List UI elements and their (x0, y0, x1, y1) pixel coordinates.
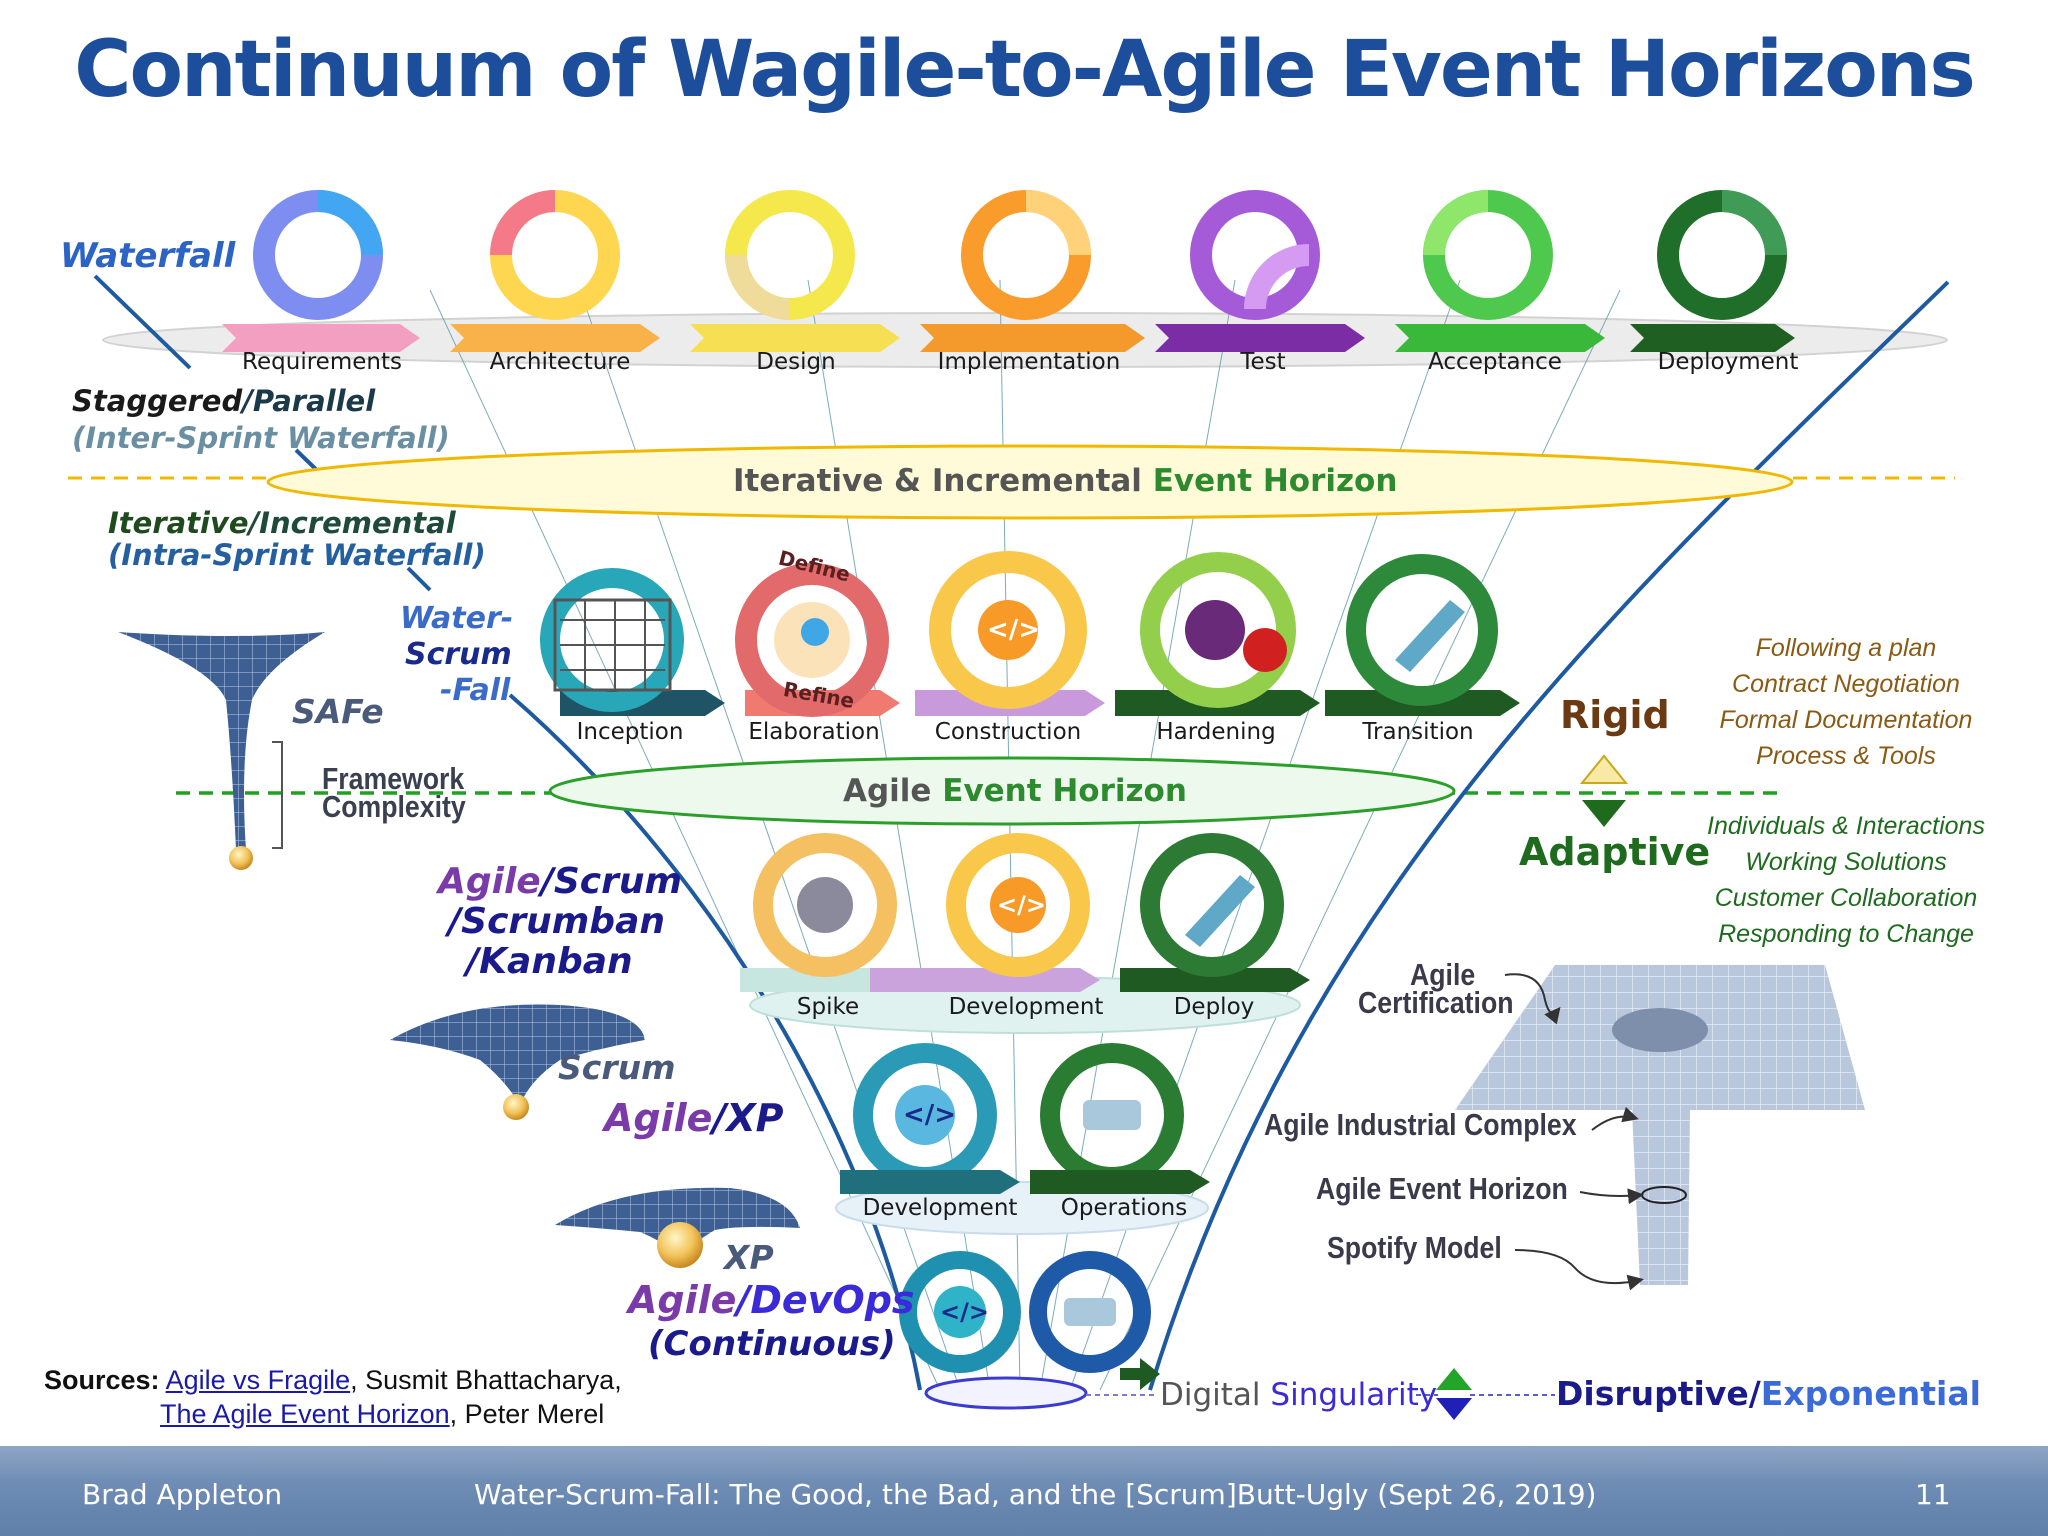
phase-label-construction: Construction (934, 719, 1082, 745)
phase-label-development: Development (948, 994, 1104, 1020)
phase-label-hardening: Hardening (1156, 719, 1276, 745)
sources-line-2: The Agile Event Horizon, Peter Merel (160, 1399, 605, 1429)
spotify-model-label: Spotify Model (1327, 1230, 1502, 1265)
phase-label-deployment: Deployment (1657, 349, 1799, 375)
phase-label-architecture: Architecture (489, 349, 631, 375)
plan-value-item: Following a plan (1755, 634, 1937, 662)
phase-label-transition: Transition (1362, 719, 1474, 745)
intra-sprint-label: (Intra-Sprint Waterfall) (108, 538, 486, 572)
xp-gravity-well (555, 1187, 800, 1268)
plan-value-item: Formal Documentation (1719, 706, 1973, 734)
footer-page-number: 11 (1915, 1478, 1951, 1511)
phase-label-requirements: Requirements (242, 349, 402, 375)
code-icon-continuous: </> (940, 1298, 989, 1326)
phase-label-acceptance: Acceptance (1428, 349, 1562, 375)
waterfall-pointer (93, 274, 192, 370)
funnel-right-edge (1148, 280, 1950, 1391)
framework-label-2: Complexity (322, 789, 466, 824)
industrial-complex-label: Agile Industrial Complex (1264, 1107, 1577, 1142)
iterative-horizon-label: Iterative & Incremental Event Horizon (733, 463, 1398, 499)
agile-scrum-label-1: Agile/Scrum (438, 861, 683, 902)
code-icon-devops: </> (903, 1100, 957, 1130)
scrum-gravity-well (390, 1004, 645, 1120)
agile-values-list: Individuals & Interactions Working Solut… (1690, 808, 2002, 952)
xp-label: XP (724, 1238, 774, 1277)
safe-label: SAFe (292, 692, 384, 731)
disruptive-exponential-label: Disruptive/Exponential (1556, 1374, 1981, 1413)
agile-value-item: Working Solutions (1745, 848, 1947, 876)
plan-value-item: Contract Negotiation (1732, 670, 1960, 698)
exponential-down-triangle (1436, 1398, 1472, 1420)
agile-value-item: Customer Collaboration (1714, 884, 1978, 912)
agile-value-item: Individuals & Interactions (1707, 812, 1985, 840)
waterfall-arrow-bars (222, 324, 1795, 352)
wsf-label-1: Water- (400, 601, 514, 636)
rigid-up-triangle (1579, 754, 1629, 784)
agile-horizon-ellipse (548, 756, 1456, 826)
phase-label-spike: Spike (796, 994, 860, 1020)
sources-heading: Sources: (44, 1365, 160, 1395)
event-horizon-annotation: Agile Event Horizon (1316, 1171, 1568, 1206)
iterative-horizon-ellipse (266, 444, 1794, 520)
code-icon: </> (987, 615, 1041, 645)
phase-label-test: Test (1240, 349, 1286, 375)
exponential-up-triangle (1436, 1368, 1472, 1390)
scrum-arrow-bars (740, 968, 1310, 992)
waterfall-cycle-icons (253, 190, 1787, 320)
footer-bar (0, 1446, 2048, 1536)
iterative-pointer (406, 566, 432, 592)
scrum-icons (753, 833, 1284, 977)
agile-value-item: Responding to Change (1718, 920, 1974, 948)
phase-label-deploy: Deploy (1173, 994, 1255, 1020)
phase-label-implementation: Implementation (937, 349, 1121, 375)
sources-line-1: Sources: Agile vs Fragile, Susmit Bhatta… (44, 1365, 622, 1395)
singularity-ellipse (924, 1376, 1088, 1410)
singularity-icons (899, 1251, 1160, 1390)
continuous-label: (Continuous) (648, 1324, 896, 1364)
waterfall-label: Waterfall (60, 236, 236, 276)
footer-author: Brad Appleton (82, 1478, 283, 1511)
digital-singularity-label: Digital Singularity (1160, 1377, 1438, 1413)
source-link-agile-vs-fragile[interactable]: Agile vs Fragile (165, 1365, 351, 1395)
rigid-label: Rigid (1560, 693, 1670, 737)
agile-gravity-well (1455, 965, 1865, 1285)
framework-bracket (272, 741, 283, 849)
phase-label-operations: Operations (1060, 1195, 1188, 1221)
code-icon-scrum: </> (997, 891, 1046, 919)
framework-label-1: Framework (322, 761, 465, 796)
iterative-incremental-label: Iterative/Incremental (108, 506, 456, 540)
annotation-leaders (1504, 973, 1644, 1291)
plan-value-item: Process & Tools (1756, 742, 1936, 770)
agile-scrum-label-3: /Kanban (466, 941, 633, 982)
scrum-label: Scrum (558, 1048, 676, 1087)
plan-values-list: Following a plan Contract Negotiation Fo… (1706, 630, 1986, 774)
source-link-agile-event-horizon[interactable]: The Agile Event Horizon (160, 1399, 450, 1429)
agile-devops-label: Agile/DevOps (628, 1278, 915, 1322)
certification-label-2: Certification (1358, 985, 1514, 1020)
agile-scrum-label-2: /Scrumban (448, 901, 666, 942)
inter-sprint-label: (Inter-Sprint Waterfall) (72, 421, 450, 455)
phase-label-devops-development: Development (862, 1195, 1018, 1221)
wsf-icons (540, 551, 1498, 717)
agile-horizon-label: Agile Event Horizon (843, 773, 1187, 809)
phase-label-inception: Inception (576, 719, 684, 745)
adaptive-down-triangle (1582, 800, 1626, 827)
certification-label-1: Agile (1410, 957, 1476, 992)
devops-icons (840, 1043, 1210, 1194)
page-title: Continuum of Wagile-to-Agile Event Horiz… (74, 25, 1976, 115)
phase-label-design: Design (756, 349, 836, 375)
devops-platter (835, 1181, 1209, 1235)
adaptive-label: Adaptive (1519, 830, 1711, 874)
wsf-label-2: Scrum (405, 637, 512, 672)
wsf-label-3: -Fall (440, 673, 511, 708)
phase-label-elaboration: Elaboration (748, 719, 880, 745)
staggered-parallel-label: Staggered/Parallel (72, 384, 376, 418)
safe-gravity-well (118, 632, 325, 870)
agile-xp-label: Agile/XP (604, 1096, 784, 1140)
footer-talk-title: Water-Scrum-Fall: The Good, the Bad, and… (474, 1478, 1597, 1511)
